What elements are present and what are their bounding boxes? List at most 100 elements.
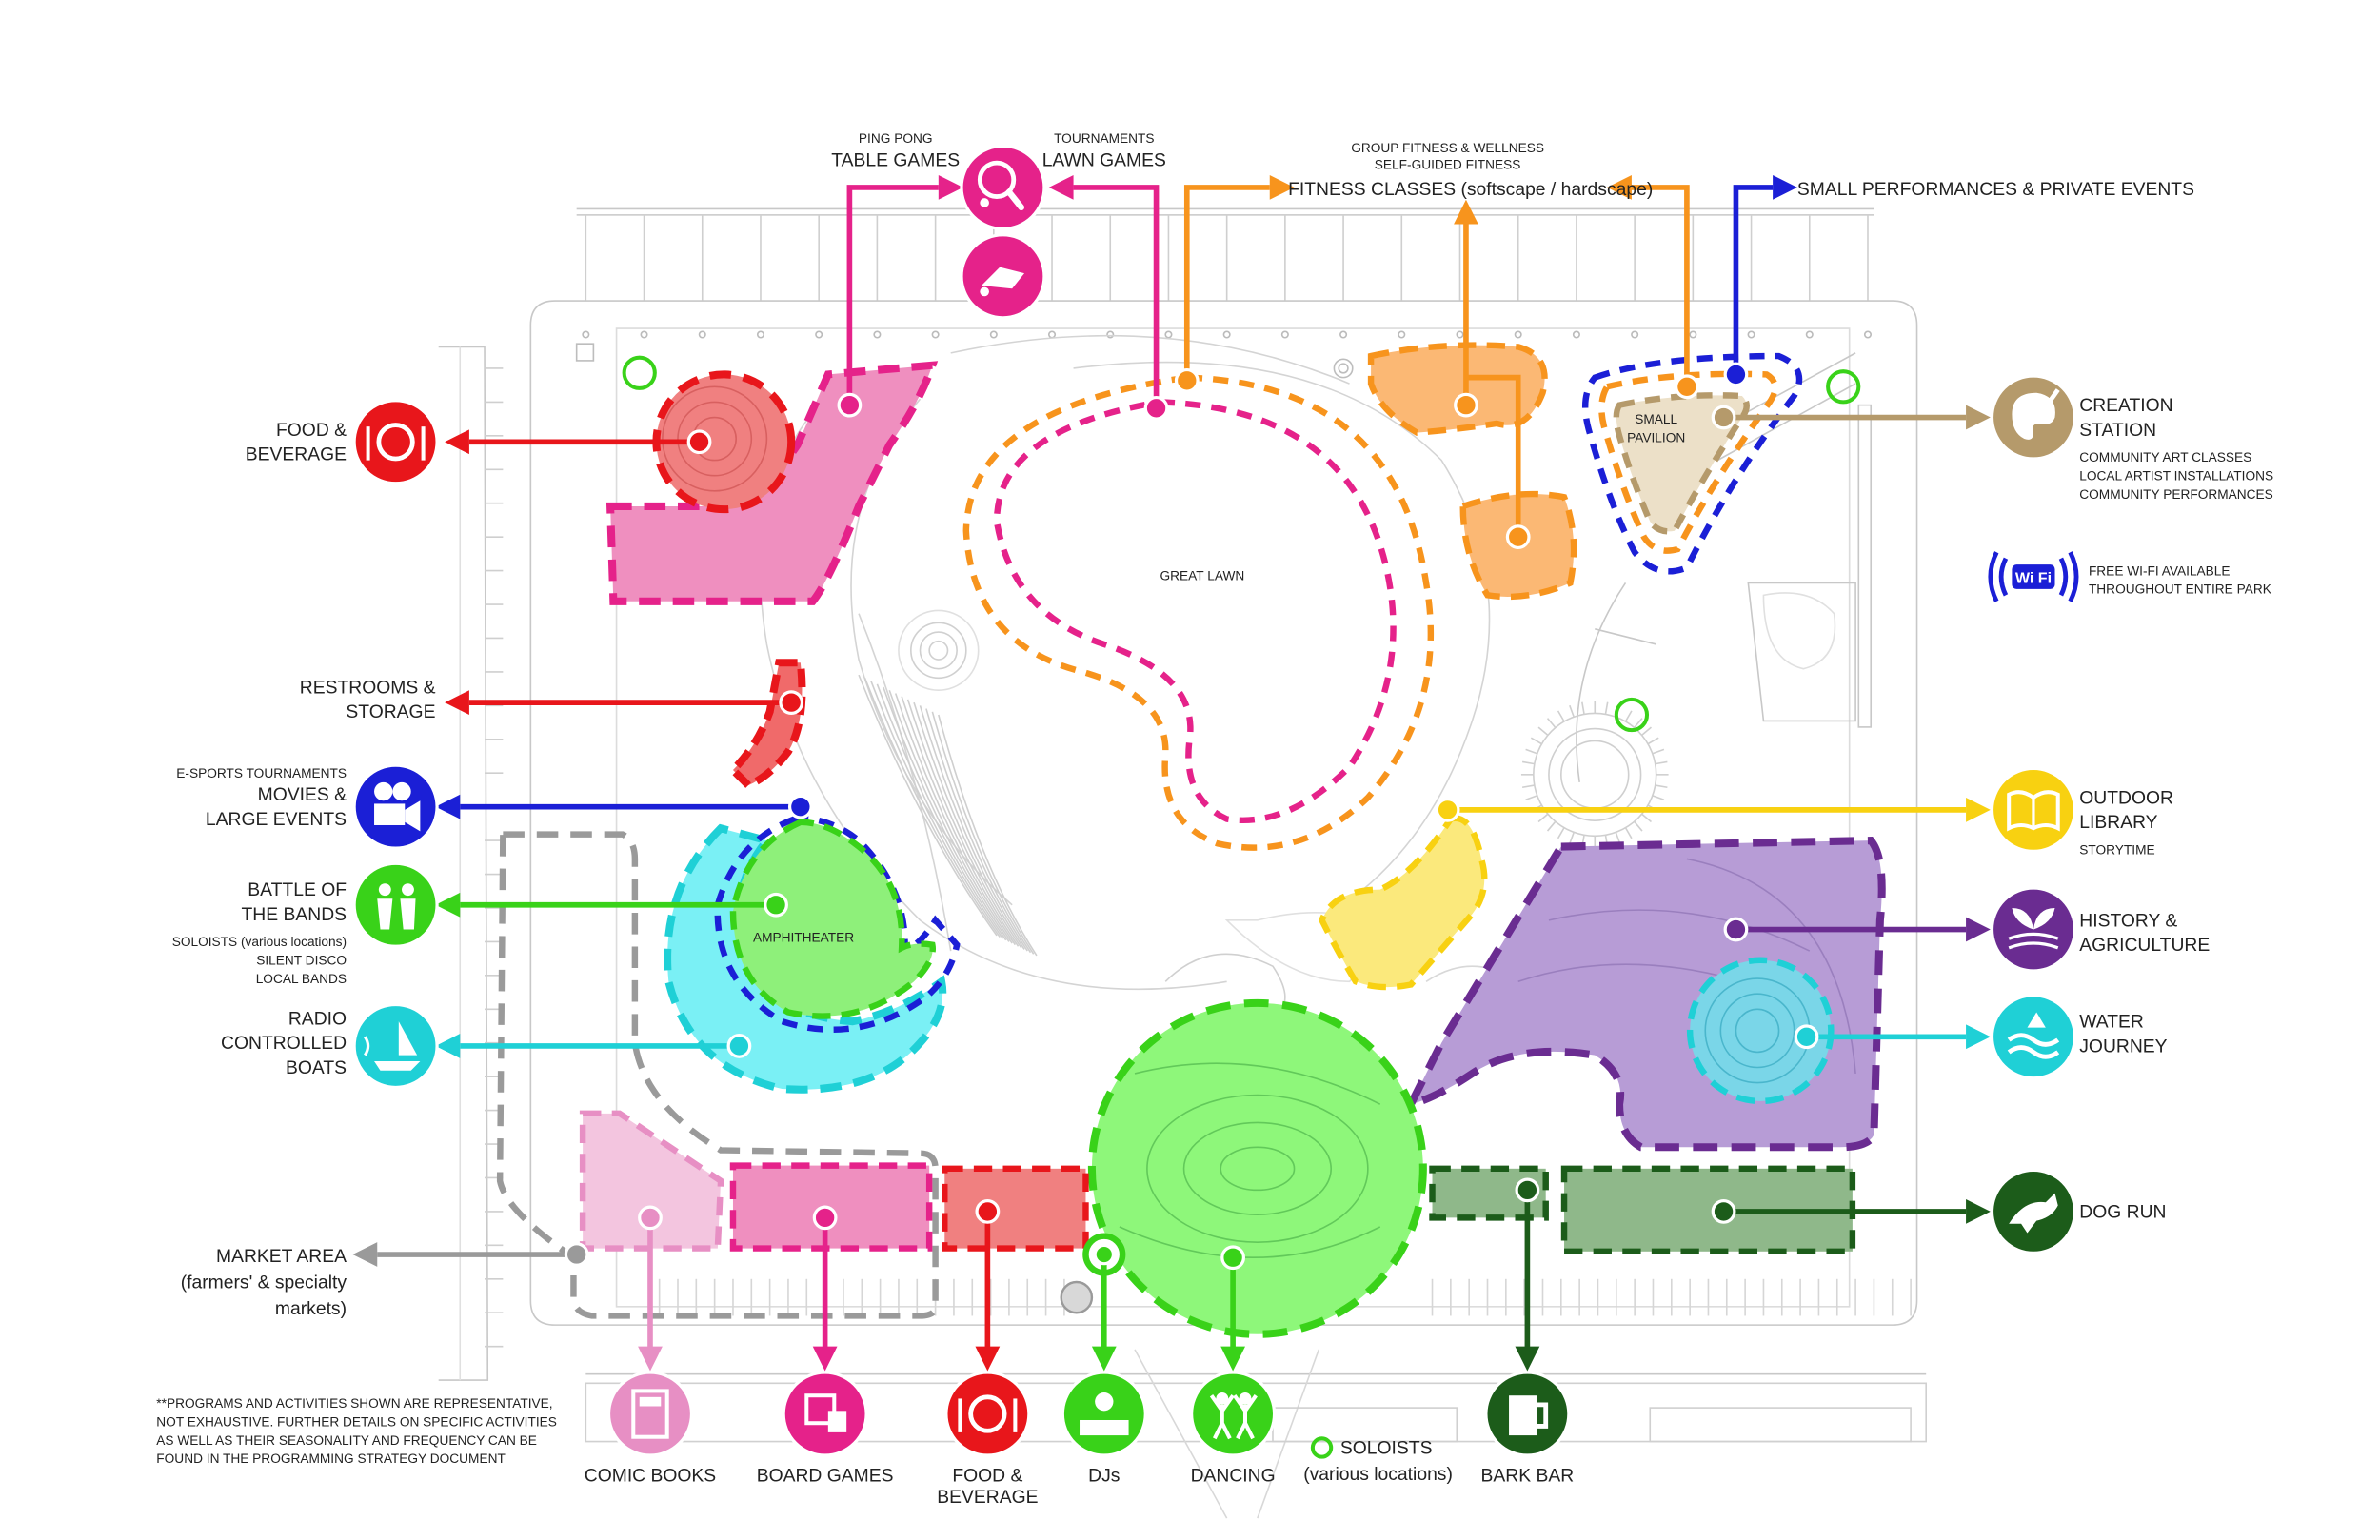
food-plate-icon xyxy=(944,1371,1031,1457)
movies-label-2: LARGE EVENTS xyxy=(206,810,347,830)
zone-amphitheater xyxy=(729,819,936,1019)
creation-sub-1: COMMUNITY ART CLASSES xyxy=(2079,450,2251,464)
wifi-icon: Wi Fi xyxy=(1988,551,2079,602)
fitness-sub-2: SELF-GUIDED FITNESS xyxy=(1375,158,1521,172)
market-label-1: MARKET AREA xyxy=(216,1247,347,1267)
creation-label-2: STATION xyxy=(2079,421,2156,441)
creation-label-1: CREATION xyxy=(2079,396,2172,416)
board-label: BOARD GAMES xyxy=(757,1466,894,1486)
creation-sub-3: COMMUNITY PERFORMANCES xyxy=(2079,487,2273,502)
great-lawn-label: GREAT LAWN xyxy=(1160,568,1245,582)
library-label-2: LIBRARY xyxy=(2079,813,2157,833)
movies-sub: E-SPORTS TOURNAMENTS xyxy=(176,766,347,780)
tournaments-sub: TOURNAMENTS xyxy=(1054,131,1154,146)
connector-dots xyxy=(564,362,1819,1271)
radio-label-2: CONTROLLED xyxy=(221,1034,347,1054)
dancing-label: DANCING xyxy=(1191,1466,1276,1486)
paint-palette-icon xyxy=(1990,374,2077,461)
market-label-3: markets) xyxy=(275,1299,347,1319)
food-bottom-label-1: FOOD & xyxy=(952,1466,1022,1486)
arrowheads xyxy=(352,175,1991,1372)
zone-fitness-loop xyxy=(962,374,1435,851)
icon-badges: Wi Fi xyxy=(352,144,2079,1459)
soloist-marker xyxy=(1826,369,1861,405)
zone-restrooms xyxy=(727,659,806,790)
zone-lawn-games xyxy=(993,399,1397,823)
zone-dancing xyxy=(1087,998,1427,1338)
zone-comic xyxy=(579,1110,724,1252)
restrooms-label-1: RESTROOMS & xyxy=(300,678,436,698)
zone-library xyxy=(1319,815,1488,991)
zone-board xyxy=(729,1162,933,1252)
wifi-label-1: FREE WI-FI AVAILABLE xyxy=(2089,563,2231,578)
boat-icon xyxy=(352,1002,439,1090)
wifi-label-2: THROUGHOUT ENTIRE PARK xyxy=(2089,582,2271,597)
dancing-icon xyxy=(1190,1371,1277,1457)
battle-sub-3: LOCAL BANDS xyxy=(256,972,347,986)
fitness-title: FITNESS CLASSES (softscape / hardscape) xyxy=(1288,180,1653,200)
lawn-games-title: LAWN GAMES xyxy=(1042,150,1166,170)
djs-label: DJs xyxy=(1088,1466,1120,1486)
lawn-games-icon xyxy=(960,233,1046,320)
footnote-line-4: FOUND IN THE PROGRAMMING STRATEGY DOCUME… xyxy=(156,1451,506,1466)
bark-bar-label: BARK BAR xyxy=(1481,1466,1575,1486)
water-label-1: WATER xyxy=(2079,1013,2144,1033)
history-label-1: HISTORY & xyxy=(2079,911,2177,931)
library-label-1: OUTDOOR xyxy=(2079,788,2173,808)
food-plate-icon xyxy=(352,399,439,485)
dog-run-label: DOG RUN xyxy=(2079,1202,2166,1222)
board-game-icon xyxy=(782,1371,868,1457)
market-label-2: (farmers' & specialty xyxy=(181,1273,347,1293)
library-sub: STORYTIME xyxy=(2079,843,2154,858)
dog-icon xyxy=(1990,1168,2077,1255)
creation-sub-2: LOCAL ARTIST INSTALLATIONS xyxy=(2079,469,2273,484)
soloist-legend-icon xyxy=(1310,1436,1334,1459)
site-plan xyxy=(438,207,1928,1519)
book-icon xyxy=(1990,766,2077,853)
battle-label-1: BATTLE OF xyxy=(248,880,347,900)
history-label-2: AGRICULTURE xyxy=(2079,936,2210,956)
band-icon xyxy=(352,861,439,948)
small-pavilion-label: SMALL xyxy=(1635,412,1677,426)
zone-creation-station xyxy=(1613,392,1750,535)
zone-fitness-a xyxy=(1367,342,1548,436)
connectors xyxy=(377,185,1967,1350)
comic-label: COMIC BOOKS xyxy=(585,1466,716,1486)
soloist-marker xyxy=(1614,697,1650,733)
small-performances-title: SMALL PERFORMANCES & PRIVATE EVENTS xyxy=(1797,180,2194,200)
labels: GREAT LAWN SMALL PAVILION AMPHITHEATER P… xyxy=(156,131,2273,1508)
battle-sub-1: SOLOISTS (various locations) xyxy=(172,935,347,949)
food-left-label-2: BEVERAGE xyxy=(246,445,347,465)
zone-food-bottom xyxy=(942,1165,1089,1252)
dj-icon xyxy=(1061,1371,1147,1457)
footnote-line-2: NOT EXHAUSTIVE. FURTHER DETAILS ON SPECI… xyxy=(156,1414,557,1429)
battle-label-2: THE BANDS xyxy=(242,905,347,925)
soloist-marker xyxy=(622,355,657,390)
amphitheater-label: AMPHITHEATER xyxy=(753,930,854,944)
water-label-2: JOURNEY xyxy=(2079,1037,2167,1056)
top-street-ticks xyxy=(582,214,1873,339)
restrooms-label-2: STORAGE xyxy=(346,702,435,722)
plant-icon xyxy=(1990,886,2077,973)
market-marker xyxy=(1060,1280,1094,1314)
food-left-label-1: FOOD & xyxy=(276,421,347,441)
ping-pong-sub: PING PONG xyxy=(859,131,933,146)
footnote-line-3: AS WELL AS THEIR SEASONALITY AND FREQUEN… xyxy=(156,1433,537,1448)
table-games-title: TABLE GAMES xyxy=(831,150,960,170)
wifi-badge-text: Wi Fi xyxy=(2015,569,2052,586)
program-zones xyxy=(496,342,1886,1338)
small-pavilion-label-2: PAVILION xyxy=(1627,430,1685,444)
footnote-line-1: **PROGRAMS AND ACTIVITIES SHOWN ARE REPR… xyxy=(156,1396,552,1411)
ping-pong-icon xyxy=(960,144,1046,230)
comic-book-icon xyxy=(606,1371,694,1457)
water-icon xyxy=(1990,994,2077,1080)
movie-camera-icon xyxy=(352,763,439,850)
battle-sub-2: SILENT DISCO xyxy=(256,954,347,968)
soloists-label-1: SOLOISTS xyxy=(1340,1438,1433,1458)
soloists-label-2: (various locations) xyxy=(1303,1465,1453,1485)
beer-mug-icon xyxy=(1484,1371,1571,1457)
movies-label-1: MOVIES & xyxy=(258,785,347,805)
radio-label-3: BOATS xyxy=(286,1058,347,1078)
